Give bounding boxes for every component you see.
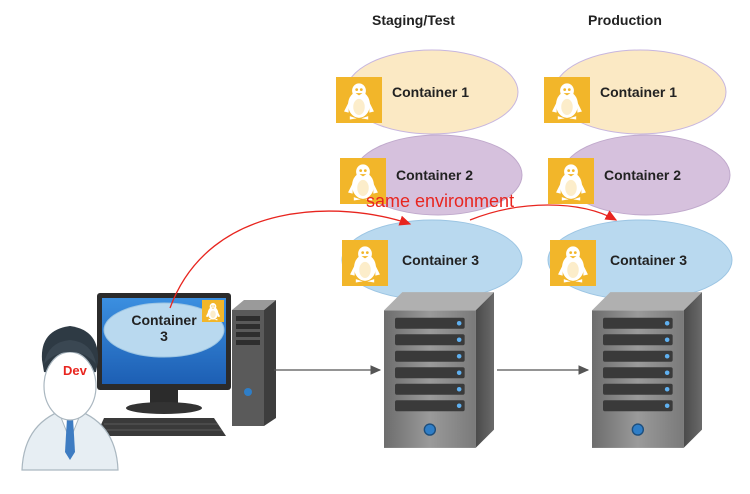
linux-tux-icon: [544, 76, 590, 124]
dev-label: Dev: [63, 363, 87, 378]
production-container-2: [548, 134, 731, 216]
staging-container-2: [340, 134, 523, 216]
staging-container-2-label: Container 2: [396, 167, 474, 183]
pc-container-label-line1: Container: [131, 312, 197, 328]
developer-avatar-icon: [21, 326, 119, 471]
pc-container-label: Container 3: [112, 312, 216, 344]
staging-container-1: [336, 49, 519, 135]
linux-tux-icon: [342, 239, 388, 287]
same-env-arrow-to-staging: [169, 210, 412, 309]
same-env-arrow-to-production: [469, 204, 618, 221]
production-container-2-label: Container 2: [604, 167, 682, 183]
production-container-1: [544, 49, 727, 135]
staging-server-icon: [384, 291, 494, 449]
production-server-icon: [592, 291, 702, 449]
staging-column-title: Staging/Test: [372, 12, 455, 28]
linux-tux-icon: [550, 239, 596, 287]
same-environment-annotation: same environment: [366, 191, 515, 211]
linux-tux-icon: [336, 76, 382, 124]
staging-container-3-label: Container 3: [402, 252, 480, 268]
linux-tux-icon: [548, 157, 594, 205]
production-container-1-label: Container 1: [600, 84, 678, 100]
pc-container-label-line2: 3: [160, 328, 168, 344]
pc-container-3: [103, 299, 225, 358]
staging-container-1-label: Container 1: [392, 84, 470, 100]
production-column-title: Production: [588, 12, 662, 28]
production-container-3-label: Container 3: [610, 252, 688, 268]
